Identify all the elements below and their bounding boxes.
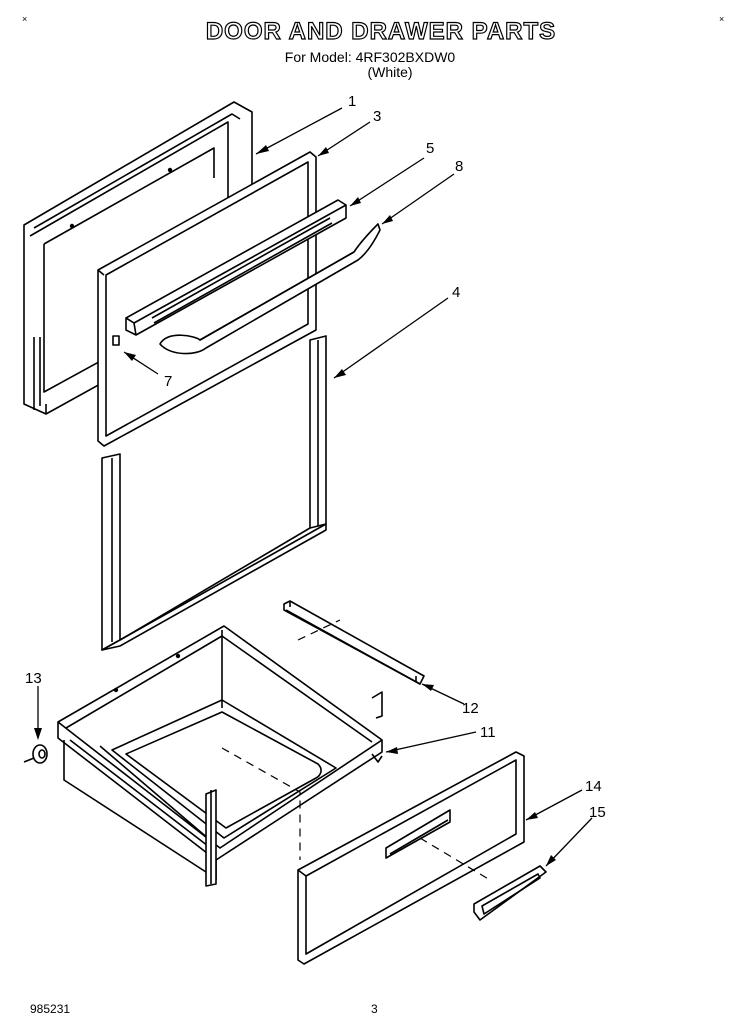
corner-mark-right: ×	[719, 14, 725, 24]
callout-11: 11	[480, 724, 496, 741]
part-14-drawer-front	[297, 751, 525, 965]
callout-1: 1	[348, 93, 356, 110]
part-11-drawer-body	[57, 625, 383, 887]
callout-13: 13	[25, 670, 42, 687]
part-8-door-handle	[159, 223, 381, 355]
callout-12: 12	[462, 700, 479, 717]
callout-15: 15	[589, 804, 606, 821]
part-4-door-gasket	[101, 335, 327, 651]
color-line: (White)	[367, 64, 413, 80]
assembly-lines	[221, 619, 491, 881]
part-12-drawer-rail	[283, 600, 425, 719]
callout-7: 7	[164, 373, 172, 390]
callout-labels: 1 3 5 8 4 7 12 11 13 14 15	[25, 93, 606, 821]
part-5-handle-bar	[125, 199, 347, 336]
page-number: 3	[371, 1002, 378, 1016]
corner-mark-left: ×	[22, 14, 28, 24]
part-13-roller	[23, 744, 48, 764]
part-3-door-liner	[97, 151, 317, 447]
callout-8: 8	[455, 158, 463, 175]
part-15-drawer-handle	[473, 865, 547, 921]
leader-arrowheads	[34, 145, 556, 866]
callout-4: 4	[452, 284, 460, 301]
callout-3: 3	[373, 108, 381, 125]
document-number: 985231	[30, 1002, 71, 1016]
page-title: DOOR AND DRAWER PARTS	[205, 17, 557, 45]
model-line: For Model: 4RF302BXDW0	[284, 49, 456, 65]
callout-5: 5	[426, 140, 434, 157]
callout-14: 14	[585, 778, 602, 795]
